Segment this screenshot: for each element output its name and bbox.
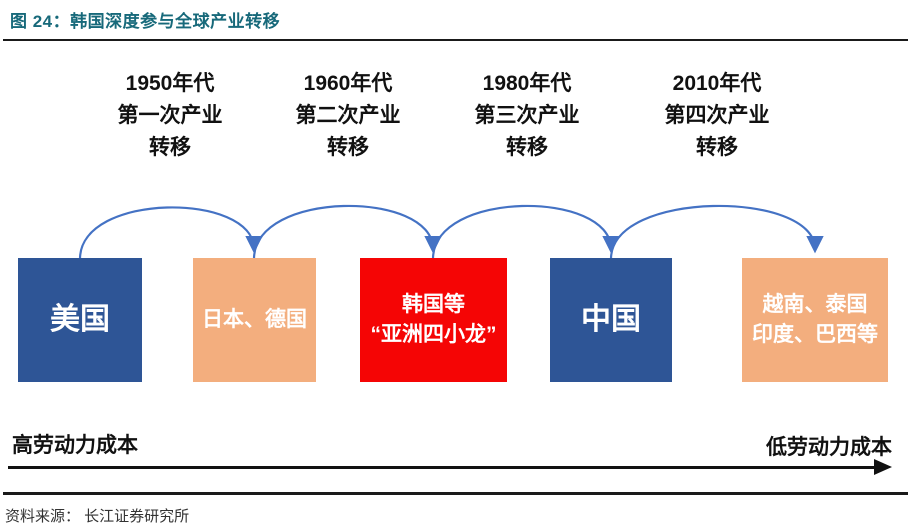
country-box-usa: 美国 xyxy=(18,258,142,382)
title-divider xyxy=(3,39,908,41)
labor-cost-axis-line xyxy=(8,466,876,469)
country-box-vietnam-thailand-india-brazil: 越南、泰国 印度、巴西等 xyxy=(742,258,888,382)
country-box-label-line1: 越南、泰国 xyxy=(762,293,868,316)
stage-wave: 第一次产业 xyxy=(117,104,223,127)
curved-arrow-icon-1 xyxy=(78,206,263,260)
figure-title: 图 24：韩国深度参与全球产业转移 xyxy=(10,12,281,31)
stage-label-1980s: 1980年代 第三次产业 转移 xyxy=(442,68,612,164)
country-box-label-line1: 韩国等 xyxy=(402,293,465,316)
figure-bottom-divider xyxy=(3,492,908,495)
axis-right-arrow-icon xyxy=(874,459,892,475)
stage-suffix: 转移 xyxy=(506,136,548,159)
curved-arrow-icon-3 xyxy=(431,204,620,260)
country-box-label: 日本、德国 xyxy=(202,308,307,331)
stage-suffix: 转移 xyxy=(149,136,191,159)
stage-label-2010s: 2010年代 第四次产业 转移 xyxy=(632,68,802,164)
stage-period: 1950年代 xyxy=(125,72,215,95)
stage-period: 2010年代 xyxy=(672,72,762,95)
stage-suffix: 转移 xyxy=(696,136,738,159)
curved-arrow-icon-4 xyxy=(609,204,824,260)
country-box-japan-germany: 日本、德国 xyxy=(193,258,316,382)
stage-period: 1980年代 xyxy=(482,72,572,95)
stage-suffix: 转移 xyxy=(327,136,369,159)
stage-label-1950s: 1950年代 第一次产业 转移 xyxy=(85,68,255,164)
stage-wave: 第二次产业 xyxy=(295,104,401,127)
country-box-label: 中国 xyxy=(581,303,641,336)
country-box-china: 中国 xyxy=(550,258,672,382)
stage-period: 1960年代 xyxy=(303,72,393,95)
source-note: 资料来源： 长江证券研究所 xyxy=(5,508,190,525)
axis-label-low-labor-cost: 低劳动力成本 xyxy=(766,436,892,459)
country-box-korea-tigers: 韩国等 “亚洲四小龙” xyxy=(360,258,507,382)
axis-label-high-labor-cost: 高劳动力成本 xyxy=(12,434,138,457)
curved-arrow-icon-2 xyxy=(252,204,442,260)
country-box-label-line2: 印度、巴西等 xyxy=(752,323,878,346)
country-box-label-line2: “亚洲四小龙” xyxy=(370,323,497,346)
stage-wave: 第三次产业 xyxy=(474,104,580,127)
stage-wave: 第四次产业 xyxy=(664,104,770,127)
country-box-label: 美国 xyxy=(50,303,110,336)
stage-label-1960s: 1960年代 第二次产业 转移 xyxy=(263,68,433,164)
